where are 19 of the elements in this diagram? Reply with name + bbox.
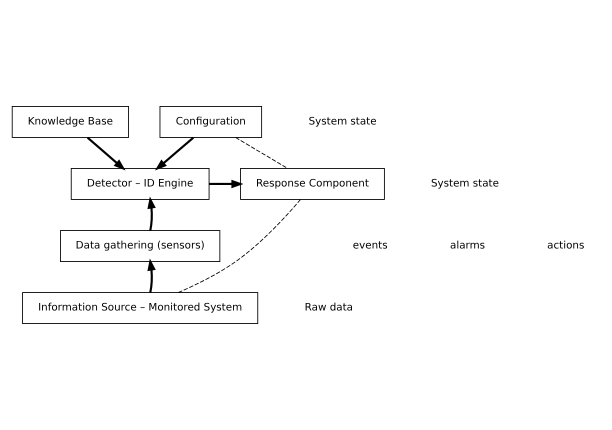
node-box: Configuration (160, 106, 262, 138)
label: System state (308, 116, 377, 128)
arrow (147, 196, 156, 231)
arrow (209, 180, 244, 188)
node-box: Knowledge Base (12, 106, 129, 138)
node-box: Information Source – Monitored System (22, 292, 258, 324)
arrow (154, 136, 194, 170)
label: System state (430, 178, 499, 190)
arrow (147, 258, 156, 293)
arrow (86, 136, 126, 171)
connector (235, 137, 288, 169)
node-box: Response Component (240, 168, 385, 200)
label: alarms (450, 240, 486, 252)
label: Raw data (304, 302, 353, 314)
label: actions (547, 240, 584, 252)
node-box: Data gathering (sensors) (60, 230, 220, 262)
node-box: Detector – ID Engine (70, 168, 210, 200)
connector (178, 199, 301, 293)
label: events (352, 240, 388, 252)
